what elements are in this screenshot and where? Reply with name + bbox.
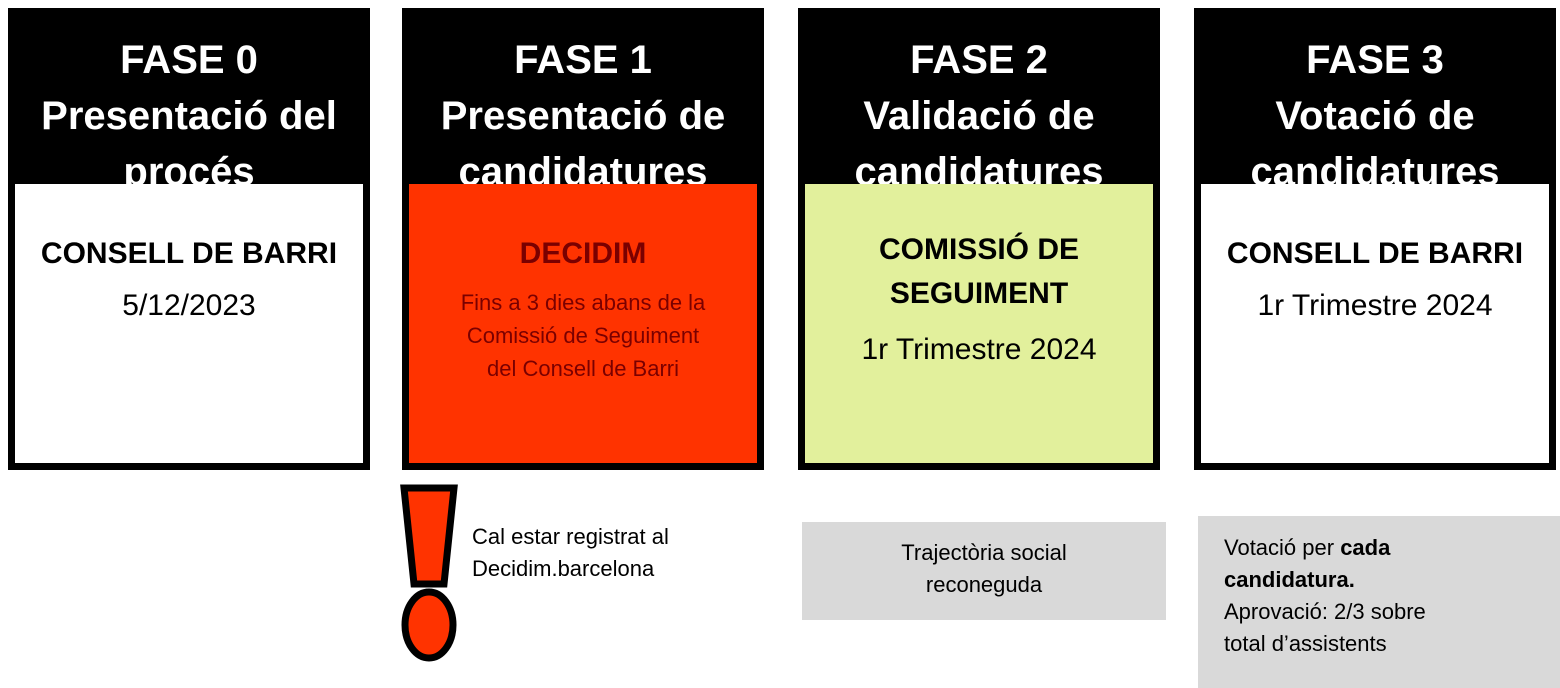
phase-0-header: FASE 0 Presentació del procés <box>8 8 370 184</box>
validation-note-box: Trajectòria social reconeguda <box>802 522 1166 620</box>
phase-2-org-line-2: SEGUIMENT <box>889 277 1069 310</box>
registration-note-line-1: Cal estar registrat al <box>472 524 669 549</box>
phase-3-body: CONSELL DE BARRI 1r Trimestre 2024 <box>1201 184 1549 463</box>
phase-2-subtitle-line-2: candidatures <box>854 150 1104 184</box>
registration-note-line-2: Decidim.barcelona <box>472 556 655 581</box>
phase-2-subtitle-line-1: Validació de <box>863 94 1095 138</box>
phase-0-subtitle-line-2: procés <box>123 150 255 184</box>
phase-3-card: FASE 3 Votació de candidatures CONSELL D… <box>1194 8 1556 470</box>
phase-1-org: DECIDIM <box>519 237 647 270</box>
phase-3-title: FASE 3 <box>1306 38 1444 82</box>
phase-1-detail-line-1: Fins a 3 dies abans de la <box>460 290 706 315</box>
phase-2-date: 1r Trimestre 2024 <box>861 333 1097 366</box>
vote-note-box: Votació per cada candidatura. Aprovació:… <box>1198 516 1560 688</box>
phase-2-card: FASE 2 Validació de candidatures COMISSI… <box>798 8 1160 470</box>
phase-1-subtitle-line-1: Presentació de <box>440 94 726 138</box>
phase-0-date: 5/12/2023 <box>122 289 256 322</box>
phase-0-subtitle-line-1: Presentació del <box>41 94 337 138</box>
phase-0-body: CONSELL DE BARRI 5/12/2023 <box>15 184 363 463</box>
phase-2-header: FASE 2 Validació de candidatures <box>798 8 1160 184</box>
vote-note-bold-2: candidatura. <box>1224 567 1355 592</box>
phase-1-subtitle-line-2: candidatures <box>458 150 708 184</box>
vote-note-approval-line-1: Aprovació: 2/3 sobre <box>1224 599 1426 624</box>
phase-1-title: FASE 1 <box>514 38 652 82</box>
phase-2-title: FASE 2 <box>910 38 1048 82</box>
phase-1-detail-line-3: del Consell de Barri <box>487 356 679 381</box>
validation-note-line-1: Trajectòria social <box>901 540 1067 565</box>
phase-3-header: FASE 3 Votació de candidatures <box>1194 8 1556 184</box>
phase-3-subtitle-line-1: Votació de <box>1275 94 1475 138</box>
phase-3-subtitle-line-2: candidatures <box>1250 150 1500 184</box>
validation-note-line-2: reconeguda <box>925 572 1043 597</box>
phase-1-card: FASE 1 Presentació de candidatures DECID… <box>402 8 764 470</box>
vote-note-line-1: Votació per cada <box>1224 532 1560 564</box>
registration-note: Cal estar registrat al Decidim.barcelona <box>472 521 669 585</box>
phase-0-title: FASE 0 <box>120 38 258 82</box>
phase-2-body: COMISSIÓ DE SEGUIMENT 1r Trimestre 2024 <box>805 184 1153 463</box>
vote-note-approval-line-2: total d’assistents <box>1224 631 1387 656</box>
phase-0-org: CONSELL DE BARRI <box>40 237 338 270</box>
phase-2-org-line-1: COMISSIÓ DE <box>878 233 1080 266</box>
phase-3-org: CONSELL DE BARRI <box>1226 237 1524 270</box>
phase-3-date: 1r Trimestre 2024 <box>1257 289 1493 322</box>
vote-note-bold-1: cada <box>1340 535 1391 560</box>
vote-note-prefix: Votació per <box>1224 535 1341 560</box>
phase-0-card: FASE 0 Presentació del procés CONSELL DE… <box>8 8 370 470</box>
phase-1-header: FASE 1 Presentació de candidatures <box>402 8 764 184</box>
phase-1-body: DECIDIM Fins a 3 dies abans de la Comiss… <box>409 184 757 463</box>
phase-1-detail-line-2: Comissió de Seguiment <box>466 323 700 348</box>
exclamation-icon <box>400 484 458 662</box>
